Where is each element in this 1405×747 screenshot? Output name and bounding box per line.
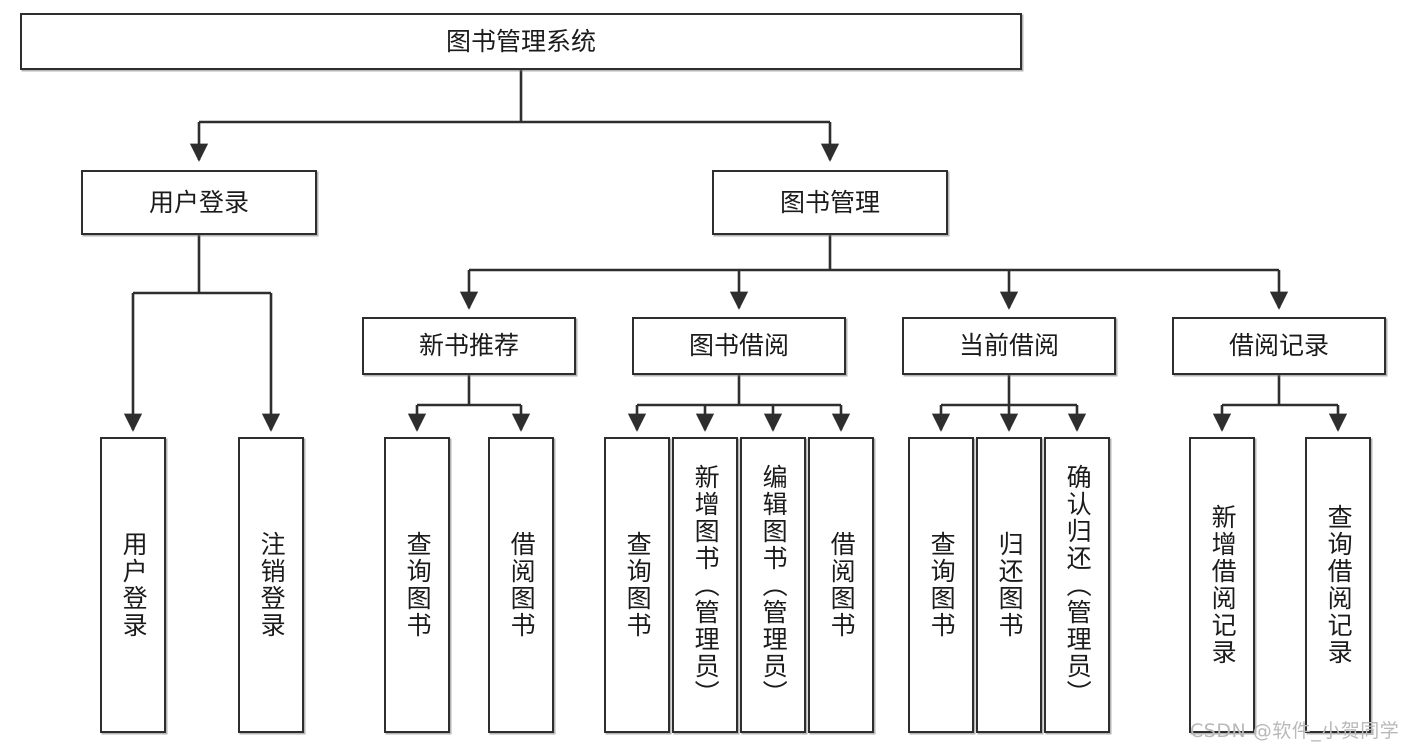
leaf-borrow-borrow[interactable]: 借阅图书 <box>808 437 874 733</box>
leaf-borrow-add-label: 新增图书（管理员） <box>691 463 721 707</box>
leaf-record-add-label: 新增借阅记录 <box>1208 504 1238 666</box>
leaf-record-query[interactable]: 查询借阅记录 <box>1305 437 1371 733</box>
leaf-record-query-label: 查询借阅记录 <box>1324 504 1354 666</box>
watermark-text: CSDN @软件_小贺同学 <box>1190 720 1400 742</box>
leaf-user-login-logout-label: 注销登录 <box>257 531 287 639</box>
node-new-book-recommend-label: 新书推荐 <box>418 331 519 361</box>
node-new-book-recommend[interactable]: 新书推荐 <box>362 317 576 375</box>
leaf-borrow-query[interactable]: 查询图书 <box>604 437 670 733</box>
leaf-current-query-label: 查询图书 <box>927 531 957 639</box>
leaf-newbook-query-label: 查询图书 <box>403 531 433 639</box>
leaf-user-login-logout[interactable]: 注销登录 <box>238 437 304 733</box>
leaf-borrow-edit-label: 编辑图书（管理员） <box>759 463 789 707</box>
leaf-current-return[interactable]: 归还图书 <box>976 437 1042 733</box>
leaf-newbook-query[interactable]: 查询图书 <box>384 437 450 733</box>
node-book-management-label: 图书管理 <box>779 187 880 217</box>
node-current-borrow[interactable]: 当前借阅 <box>902 317 1116 375</box>
node-book-borrow[interactable]: 图书借阅 <box>632 317 846 375</box>
leaf-borrow-borrow-label: 借阅图书 <box>827 531 857 639</box>
leaf-user-login-login[interactable]: 用户登录 <box>100 437 166 733</box>
leaf-borrow-query-label: 查询图书 <box>623 531 653 639</box>
leaf-record-add[interactable]: 新增借阅记录 <box>1189 437 1255 733</box>
leaf-user-login-login-label: 用户登录 <box>119 531 149 639</box>
node-book-management[interactable]: 图书管理 <box>712 170 948 235</box>
node-user-login-label: 用户登录 <box>148 187 249 217</box>
node-user-login[interactable]: 用户登录 <box>81 170 317 235</box>
node-current-borrow-label: 当前借阅 <box>958 331 1059 361</box>
node-borrow-record[interactable]: 借阅记录 <box>1172 317 1386 375</box>
leaf-newbook-borrow-label: 借阅图书 <box>507 531 537 639</box>
node-root-label: 图书管理系统 <box>445 26 596 56</box>
leaf-current-query[interactable]: 查询图书 <box>908 437 974 733</box>
leaf-borrow-add[interactable]: 新增图书（管理员） <box>672 437 738 733</box>
leaf-newbook-borrow[interactable]: 借阅图书 <box>488 437 554 733</box>
leaf-borrow-edit[interactable]: 编辑图书（管理员） <box>740 437 806 733</box>
node-root[interactable]: 图书管理系统 <box>20 13 1022 70</box>
leaf-current-confirm-return[interactable]: 确认归还（管理员） <box>1044 437 1110 733</box>
node-borrow-record-label: 借阅记录 <box>1228 331 1329 361</box>
leaf-current-return-label: 归还图书 <box>995 531 1025 639</box>
leaf-current-confirm-return-label: 确认归还（管理员） <box>1063 463 1093 707</box>
node-book-borrow-label: 图书借阅 <box>688 331 789 361</box>
